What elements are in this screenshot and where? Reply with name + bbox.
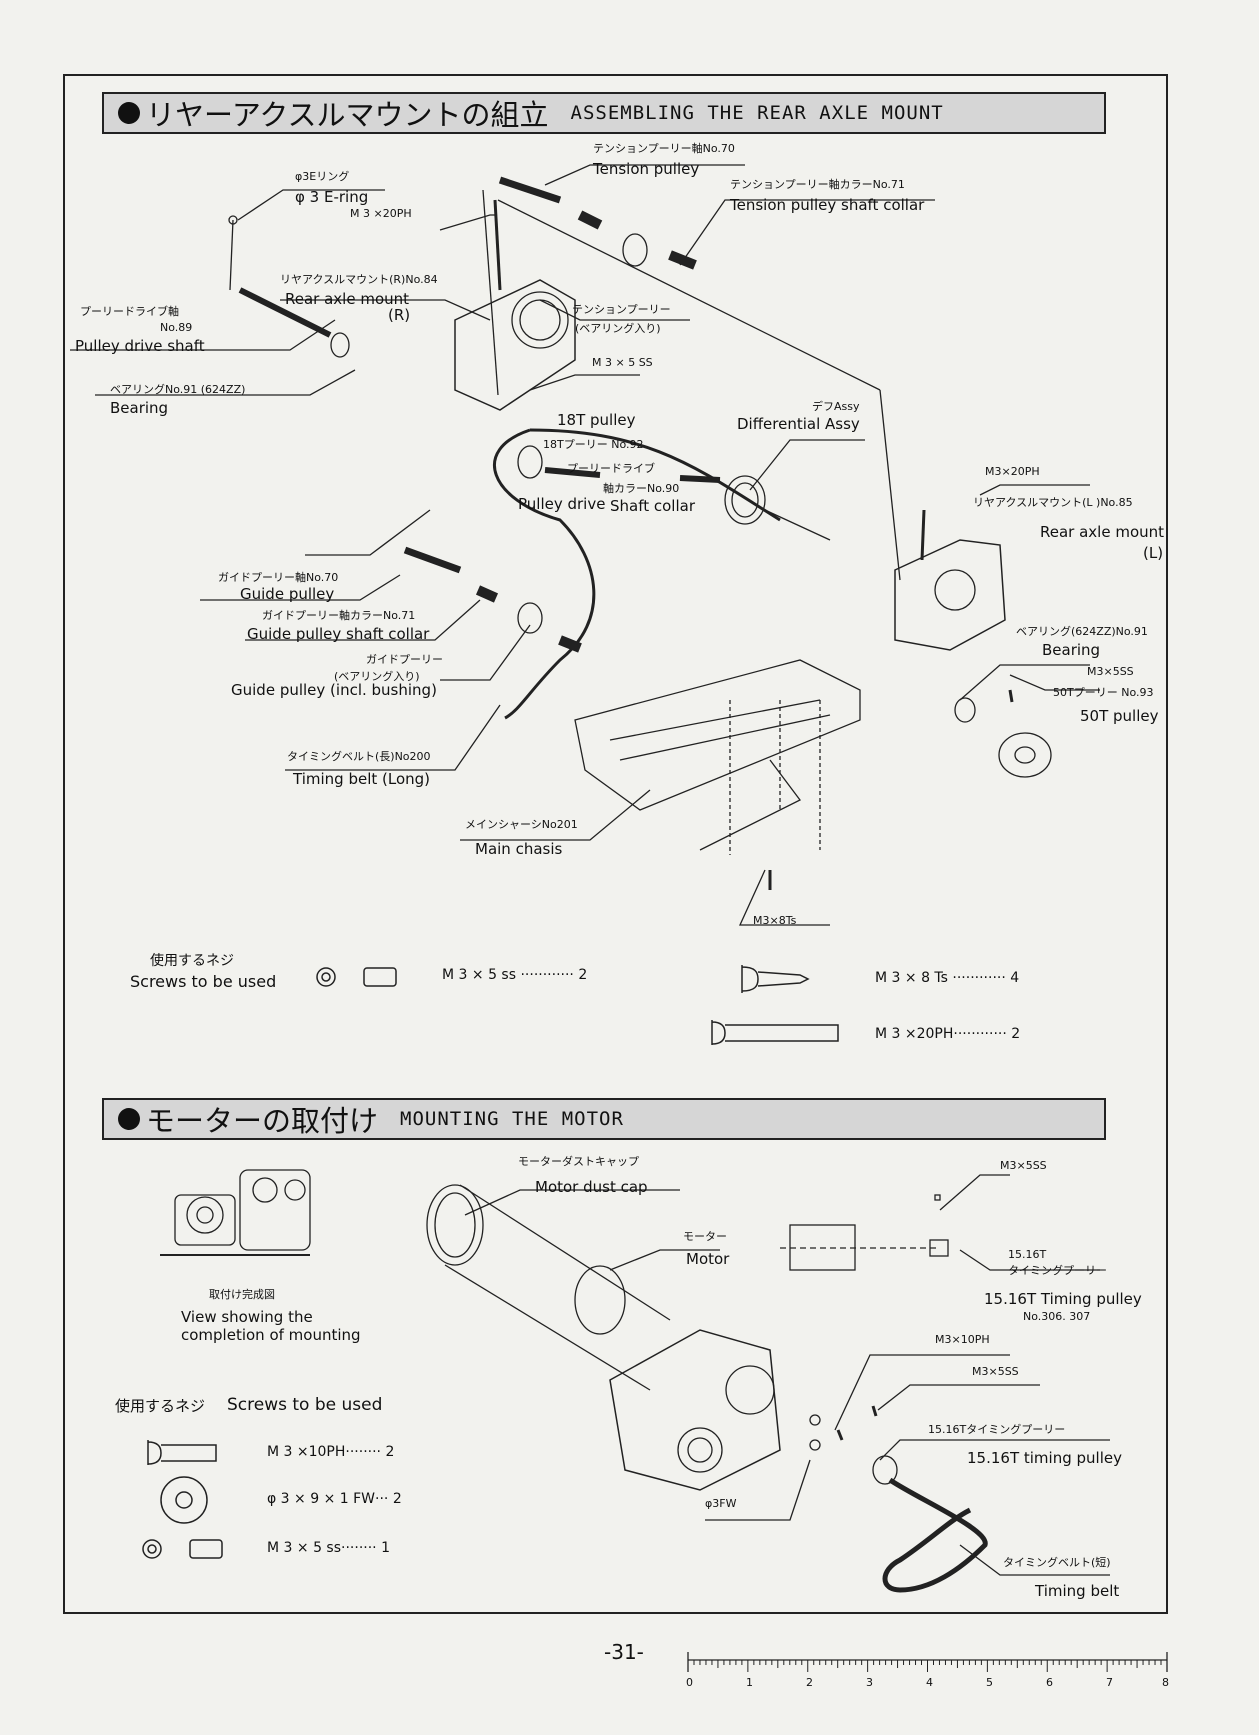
- label-chassis-jp: メインシャーシNo201: [465, 818, 578, 831]
- label-e-ring-en: φ 3 E-ring: [295, 188, 369, 206]
- label-guide-pulley-jp: ガイドプーリー軸No.70: [218, 571, 339, 584]
- label-pd-collar-jp2: 軸カラーNo.90: [603, 482, 680, 495]
- label-50t-pulley-jp: 50Tプーリー No.93: [1053, 686, 1154, 699]
- label-bearing-jp: ベアリングNo.91 (624ZZ): [110, 383, 246, 396]
- section-title-en: ASSEMBLING THE REAR AXLE MOUNT: [570, 102, 944, 124]
- label-guide-pulley-en: Guide pulley: [240, 585, 335, 603]
- screw-spec-m3x10ph: M 3 ×10PH········ 2: [267, 1444, 395, 1460]
- label-pulley-drive-shaft-jp: プーリードライブ軸: [80, 305, 179, 318]
- bullet-icon: [118, 1108, 140, 1130]
- label-completion-en2: completion of mounting: [181, 1326, 361, 1344]
- label-rear-mount-r-en: Rear axle mount: [285, 290, 410, 308]
- label-diff-jp: デフAssy: [812, 400, 860, 413]
- screws1-label-en: Screws to be used: [130, 972, 277, 991]
- label-rear-mount-r-side: (R): [388, 306, 411, 324]
- ruler-tick-label: 8: [1162, 1676, 1169, 1689]
- label-tp-mid-jp: 15.16Tタイミングプーリー: [928, 1423, 1066, 1436]
- section-header-rear-axle: リヤーアクスルマウントの組立 ASSEMBLING THE REAR AXLE …: [102, 92, 1106, 134]
- label-belt-long-en: Timing belt (Long): [293, 770, 431, 788]
- screw-spec-fw: φ 3 × 9 × 1 FW··· 2: [267, 1491, 402, 1507]
- screw-spec-m3x5ss: M 3 × 5 ss ············ 2: [442, 967, 588, 983]
- ruler-tick-label: 3: [866, 1676, 873, 1689]
- label-completion-jp: 取付け完成図: [209, 1288, 275, 1301]
- ruler-tick-label: 7: [1106, 1676, 1113, 1689]
- label-tension-pulley-en: Tension pulley: [593, 160, 700, 178]
- label-18t-pulley-en: 18T pulley: [557, 411, 636, 429]
- screws2-label-jp: 使用するネジ: [115, 1397, 206, 1415]
- label-tp-top-num: 15.16T: [1008, 1248, 1047, 1261]
- page-number: -31-: [604, 1640, 644, 1664]
- label-m3x10ph: M3×10PH: [935, 1333, 990, 1346]
- label-rear-mount-l-side: (L): [1143, 544, 1164, 562]
- label-m3x5ss-right: M3×5SS: [1087, 665, 1134, 678]
- label-tp-top-jp: タイミングプーリー: [1008, 1264, 1107, 1277]
- label-guide-bush-jp1: ガイドプーリー: [366, 653, 443, 666]
- label-guide-bush-en: Guide pulley (incl. bushing): [231, 681, 437, 699]
- label-m3x20ph-top: M 3 ×20PH: [350, 207, 412, 220]
- screws1-label-jp: 使用するネジ: [150, 953, 234, 969]
- label-m3x5ss-mid: M3×5SS: [972, 1365, 1019, 1378]
- label-tension-collar-en: Tension pulley shaft collar: [730, 196, 925, 214]
- label-e-ring-jp: φ3Eリング: [295, 170, 350, 183]
- page-frame: [63, 74, 1168, 1614]
- label-chassis-en: Main chasis: [475, 840, 563, 858]
- ruler-tick-label: 4: [926, 1676, 933, 1689]
- label-bearing-l-jp: ベアリング(624ZZ)No.91: [1016, 625, 1148, 638]
- label-tp-mid-en: 15.16T timing pulley: [967, 1449, 1122, 1467]
- label-guide-collar-jp: ガイドプーリー軸カラーNo.71: [262, 609, 416, 622]
- label-dust-cap-jp: モーターダストキャップ: [518, 1155, 639, 1168]
- label-tension-collar-jp: テンションプーリー軸カラーNo.71: [730, 178, 905, 191]
- label-guide-bush-jp2: (ベアリング入り): [334, 670, 420, 683]
- label-rear-mount-r-jp: リヤアクスルマウント(R)No.84: [280, 273, 438, 286]
- label-18t-pulley-jp: 18Tプーリー No.92: [543, 438, 644, 451]
- ruler-tick-label: 6: [1046, 1676, 1053, 1689]
- ruler-tick-label: 5: [986, 1676, 993, 1689]
- leader-line: [544, 164, 745, 186]
- label-tp-top-no: No.306. 307: [1023, 1310, 1091, 1323]
- label-bearing-l-en: Bearing: [1042, 641, 1101, 659]
- label-pulley-drive-shaft-en: Pulley drive shaft: [75, 337, 205, 355]
- label-m3x5ss-top: M3×5SS: [1000, 1159, 1047, 1172]
- label-tp-top-en: 15.16T Timing pulley: [984, 1290, 1142, 1308]
- label-pd-collar-en2: Shaft collar: [610, 497, 696, 515]
- label-pulley-drive-shaft-no: No.89: [160, 321, 193, 334]
- ruler-tick-label: 0: [686, 1676, 693, 1689]
- label-belt-short-en: Timing belt: [1035, 1582, 1120, 1600]
- label-m3x5ss-mid: M 3 × 5 SS: [592, 356, 653, 369]
- label-tension-pulley-jp: テンションプーリー軸No.70: [593, 142, 735, 155]
- label-m3x20ph-right: M3×20PH: [985, 465, 1040, 478]
- ruler: 0 1 2 3 4 5 6 7 8: [686, 1676, 1176, 1692]
- label-belt-long-jp: タイミングベルト(長)No200: [287, 750, 431, 763]
- ruler-tick-label: 2: [806, 1676, 813, 1689]
- section-title-en: MOUNTING THE MOTOR: [400, 1108, 624, 1130]
- label-belt-short-jp: タイミングベルト(短): [1003, 1556, 1111, 1569]
- screw-icons: [142, 965, 839, 1559]
- label-fw: φ3FW: [705, 1497, 737, 1510]
- screws2-label-en: Screws to be used: [227, 1395, 383, 1415]
- section-header-motor: モーターの取付け MOUNTING THE MOTOR: [102, 1098, 1106, 1140]
- label-pd-collar-en1: Pulley drive: [518, 495, 606, 513]
- label-m3x8ts: M3×8Ts: [753, 914, 797, 927]
- ruler-tick-label: 1: [746, 1676, 753, 1689]
- label-tension-bearing-jp1: テンションプーリー: [572, 303, 671, 316]
- label-completion-en1: View showing the: [181, 1308, 313, 1326]
- label-dust-cap-en: Motor dust cap: [535, 1178, 648, 1196]
- label-tension-bearing-jp2: (ベアリング入り): [575, 322, 661, 335]
- screw-spec-m3x5ss-2: M 3 × 5 ss········ 1: [267, 1540, 390, 1556]
- label-motor-en: Motor: [686, 1250, 730, 1268]
- screw-spec-m3x20ph: M 3 ×20PH············ 2: [875, 1026, 1021, 1042]
- screw-spec-m3x8ts: M 3 × 8 Ts ············ 4: [875, 970, 1020, 986]
- section-title-jp: リヤーアクスルマウントの組立: [146, 98, 549, 132]
- label-rear-mount-l-jp: リヤアクスルマウント(L )No.85: [973, 496, 1133, 509]
- bullet-icon: [118, 102, 140, 124]
- label-guide-collar-en: Guide pulley shaft collar: [247, 625, 430, 643]
- label-diff-en: Differential Assy: [737, 415, 860, 433]
- label-motor-jp: モーター: [683, 1230, 727, 1243]
- label-rear-mount-l-en: Rear axle mount: [1040, 523, 1165, 541]
- label-50t-pulley-en: 50T pulley: [1080, 707, 1159, 725]
- label-bearing-en: Bearing: [110, 399, 169, 417]
- label-pd-collar-jp1: プーリードライブ: [567, 462, 655, 475]
- section-title-jp: モーターの取付け: [146, 1104, 379, 1138]
